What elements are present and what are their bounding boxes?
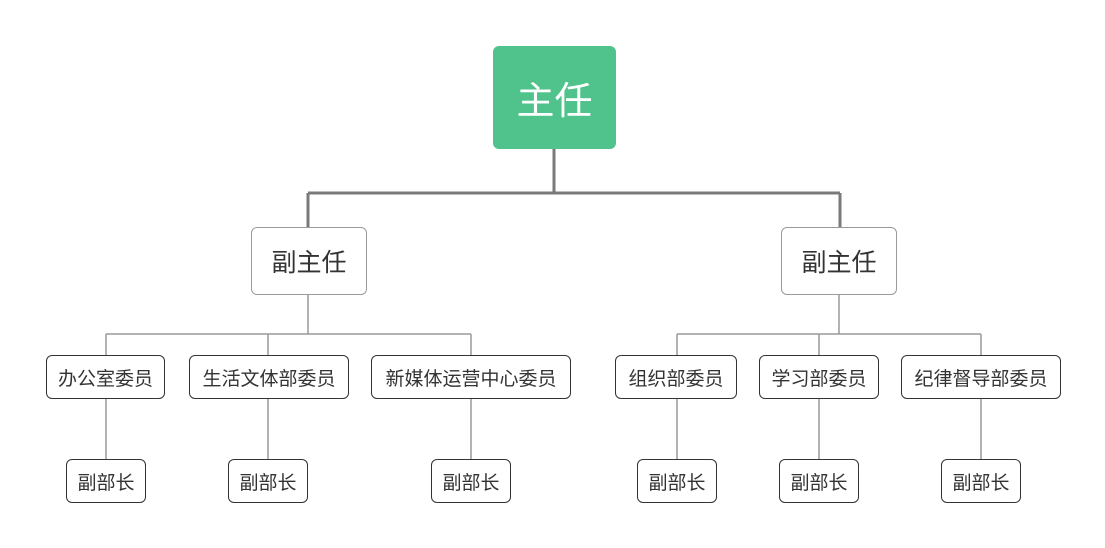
connector-root-to-vice xyxy=(306,149,842,227)
node-member-label: 学习部委员 xyxy=(771,367,867,390)
connector-vice-right-to-members xyxy=(676,295,982,355)
node-vice-director-label: 副主任 xyxy=(801,248,877,277)
node-deputy-label: 副部长 xyxy=(648,471,706,494)
node-deputy-study[interactable]: 副部长 xyxy=(779,459,859,503)
node-vice-director-left[interactable]: 副主任 xyxy=(251,227,367,295)
node-deputy-new-media[interactable]: 副部长 xyxy=(431,459,511,503)
node-deputy-label: 副部长 xyxy=(442,471,500,494)
node-director[interactable]: 主任 xyxy=(493,46,616,149)
node-deputy-label: 副部长 xyxy=(239,471,297,494)
connector-members-to-deputies xyxy=(105,399,982,459)
node-new-media-member[interactable]: 新媒体运营中心委员 xyxy=(371,355,571,399)
node-office-member[interactable]: 办公室委员 xyxy=(46,355,165,399)
node-organization-member[interactable]: 组织部委员 xyxy=(615,355,737,399)
node-discipline-member[interactable]: 纪律督导部委员 xyxy=(901,355,1061,399)
node-member-label: 纪律督导部委员 xyxy=(914,367,1048,390)
node-member-label: 组织部委员 xyxy=(628,367,724,390)
node-director-label: 主任 xyxy=(516,79,593,123)
node-vice-director-right[interactable]: 副主任 xyxy=(781,227,897,295)
node-deputy-label: 副部长 xyxy=(77,471,135,494)
node-deputy-label: 副部长 xyxy=(790,471,848,494)
node-life-sports-member[interactable]: 生活文体部委员 xyxy=(189,355,349,399)
node-deputy-life-sports[interactable]: 副部长 xyxy=(228,459,308,503)
node-deputy-organization[interactable]: 副部长 xyxy=(637,459,717,503)
node-deputy-discipline[interactable]: 副部长 xyxy=(941,459,1021,503)
node-vice-director-label: 副主任 xyxy=(271,248,347,277)
node-deputy-office[interactable]: 副部长 xyxy=(66,459,146,503)
node-study-member[interactable]: 学习部委员 xyxy=(759,355,879,399)
node-member-label: 新媒体运营中心委员 xyxy=(385,367,557,390)
node-deputy-label: 副部长 xyxy=(952,471,1010,494)
node-member-label: 生活文体部委员 xyxy=(202,367,336,390)
connector-vice-left-to-members xyxy=(105,295,472,355)
node-member-label: 办公室委员 xyxy=(57,367,153,390)
